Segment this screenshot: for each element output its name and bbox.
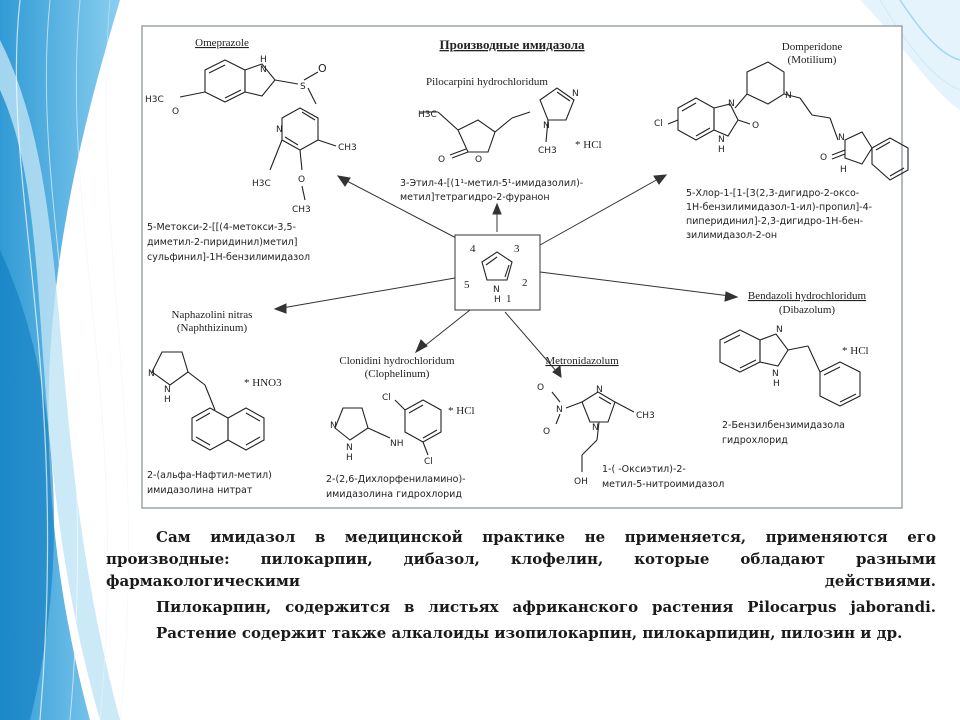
cl2: Cl xyxy=(424,457,433,467)
metronidazole-name: Metronidazolum xyxy=(545,355,619,367)
pos-5: 5 xyxy=(464,279,470,291)
omeprazole-name: Omeprazole xyxy=(195,37,249,49)
h: H xyxy=(164,395,171,405)
domperidone-caption-1: 5-Хлор-1-[1-[3(2,3-дигидро-2-оксо- xyxy=(686,188,859,199)
o1: O xyxy=(438,155,445,165)
h: H xyxy=(718,145,725,155)
cl1: Cl xyxy=(382,393,391,403)
naphazoline-name: Naphazolini nitras xyxy=(172,309,253,321)
h: H xyxy=(346,453,353,463)
h3c: H3C xyxy=(145,95,164,105)
n2: N xyxy=(596,385,603,395)
o2: O xyxy=(172,107,179,117)
pos-1: 1 xyxy=(506,293,512,305)
nh: NH xyxy=(390,439,404,449)
n1: N xyxy=(556,405,563,415)
n4: N xyxy=(838,133,845,143)
clonidine-name2: (Clophelinum) xyxy=(365,368,430,380)
s: S xyxy=(300,82,306,92)
bendazole-structure: Bendazoli hydrochloridum (Dibazolum) N N… xyxy=(719,290,869,446)
hcl: * HCl xyxy=(842,345,869,357)
n1: N xyxy=(330,421,337,431)
o2: O xyxy=(475,155,482,165)
hcl: * HCl xyxy=(448,405,475,417)
n2: N xyxy=(164,385,171,395)
naphazoline-structure: Naphazolini nitras (Naphthizinum) N N H … xyxy=(147,309,282,496)
clonidine-caption-1: 2-(2,6-Дихлорфениламино)- xyxy=(326,474,466,485)
omeprazole-caption-3: сульфинил]-1Н-бензилимидазол xyxy=(147,252,310,263)
domperidone-caption-4: зилимидазол-2-он xyxy=(686,230,777,241)
domperidone-caption-3: пиперидинил]-2,3-дигидро-1Н-бен- xyxy=(686,216,863,227)
o: O xyxy=(318,62,327,75)
paragraph-1: Сам имидазол в медицинской практике не п… xyxy=(106,528,936,590)
domperidone-caption-2: 1Н-бензилимидазол-1-ил)-пропил]-4- xyxy=(686,202,872,213)
pilocarpine-caption-1: 3-Этил-4-[(1¹-метил-5¹-имидазолил)- xyxy=(400,178,583,189)
pilocarpine-name: Pilocarpini hydrochloridum xyxy=(426,76,548,88)
h: H xyxy=(260,55,267,65)
domperidone-name: Domperidone xyxy=(782,41,843,53)
pos-3: 3 xyxy=(514,243,520,255)
pilocarpine-structure: Pilocarpini hydrochloridum H3C O O N N C… xyxy=(400,76,602,203)
metronidazole-caption-2: метил-5-нитроимидазол xyxy=(602,479,724,490)
clonidine-structure: Clonidini hydrochloridum (Clophelinum) N… xyxy=(326,355,475,500)
clonidine-name: Clonidini hydrochloridum xyxy=(339,355,455,367)
hno3: * HNO3 xyxy=(244,377,282,389)
ch3: CH3 xyxy=(538,146,557,156)
bendazole-caption-2: гидрохлорид xyxy=(722,435,788,446)
n: N xyxy=(260,65,267,75)
n3: N xyxy=(785,91,792,101)
ch3: CH3 xyxy=(636,411,655,421)
omeprazole-structure: Omeprazole H N S O H3C O N CH3 H3C O CH3… xyxy=(145,37,357,263)
domperidone-structure: Domperidone (Motilium) N Cl N H O N N H … xyxy=(654,41,909,241)
n2: N xyxy=(718,135,725,145)
hcl: * HCl xyxy=(575,139,602,151)
o3: O xyxy=(298,175,305,185)
h2: H xyxy=(840,165,847,175)
naphazoline-name2: (Naphthizinum) xyxy=(177,322,248,334)
ch3-2: CH3 xyxy=(292,205,311,215)
paragraph-2: Пилокарпин, содержится в листьях африкан… xyxy=(156,598,936,616)
arrows xyxy=(273,174,739,378)
metronidazole-caption-1: 1-( -Оксиэтил)-2- xyxy=(602,464,686,475)
bendazole-caption-1: 2-Бензилбензимидазола xyxy=(722,420,845,431)
atom-n: N xyxy=(493,285,500,295)
h3c: H3C xyxy=(418,110,437,120)
paragraph-3: Растение содержит также алкалоиды изопил… xyxy=(156,624,903,642)
oh: OH xyxy=(574,477,588,487)
n1: N xyxy=(728,99,735,109)
cl: Cl xyxy=(654,119,663,129)
bendazole-name: Bendazoli hydrochloridum xyxy=(748,290,867,302)
n2: N xyxy=(772,369,779,379)
metronidazole-structure: Metronidazolum O N O N N CH3 OH 1-( -Окс… xyxy=(537,355,724,490)
domperidone-name2: (Motilium) xyxy=(788,54,837,66)
clonidine-caption-2: имидазолина гидрохлорид xyxy=(326,489,462,500)
h: H xyxy=(773,379,780,389)
bendazole-name2: (Dibazolum) xyxy=(779,304,836,316)
omeprazole-caption-2: диметил-2-пиридинил)метил] xyxy=(147,237,297,248)
center-imidazole: 4 3 5 2 1 N H xyxy=(454,234,541,311)
n2: N xyxy=(276,125,283,135)
naphazoline-caption-1: 2-(альфа-Нафтил-метил) xyxy=(147,470,272,481)
n1: N xyxy=(572,89,579,99)
n2: N xyxy=(543,121,550,131)
h3c-2: H3C xyxy=(252,179,271,189)
n3: N xyxy=(592,423,599,433)
slide-body-text: Сам имидазол в медицинской практике не п… xyxy=(106,526,936,644)
pilocarpine-caption-2: метил]тетрагидро-2-фуранон xyxy=(400,192,550,203)
o: O xyxy=(752,121,759,131)
pos-4: 4 xyxy=(470,243,476,255)
o2: O xyxy=(820,153,827,163)
o2: O xyxy=(543,427,550,437)
diagram-title: Производные имидазола xyxy=(439,37,585,52)
n1: N xyxy=(776,325,783,335)
o1: O xyxy=(537,383,544,393)
n1: N xyxy=(148,369,155,379)
n2: N xyxy=(346,443,353,453)
atom-h: H xyxy=(494,295,501,305)
naphazoline-caption-2: имидазолина нитрат xyxy=(147,485,253,496)
pos-2: 2 xyxy=(522,277,528,289)
ch3: CH3 xyxy=(338,143,357,153)
omeprazole-caption-1: 5-Метокси-2-[[(4-метокси-3,5- xyxy=(147,222,296,233)
